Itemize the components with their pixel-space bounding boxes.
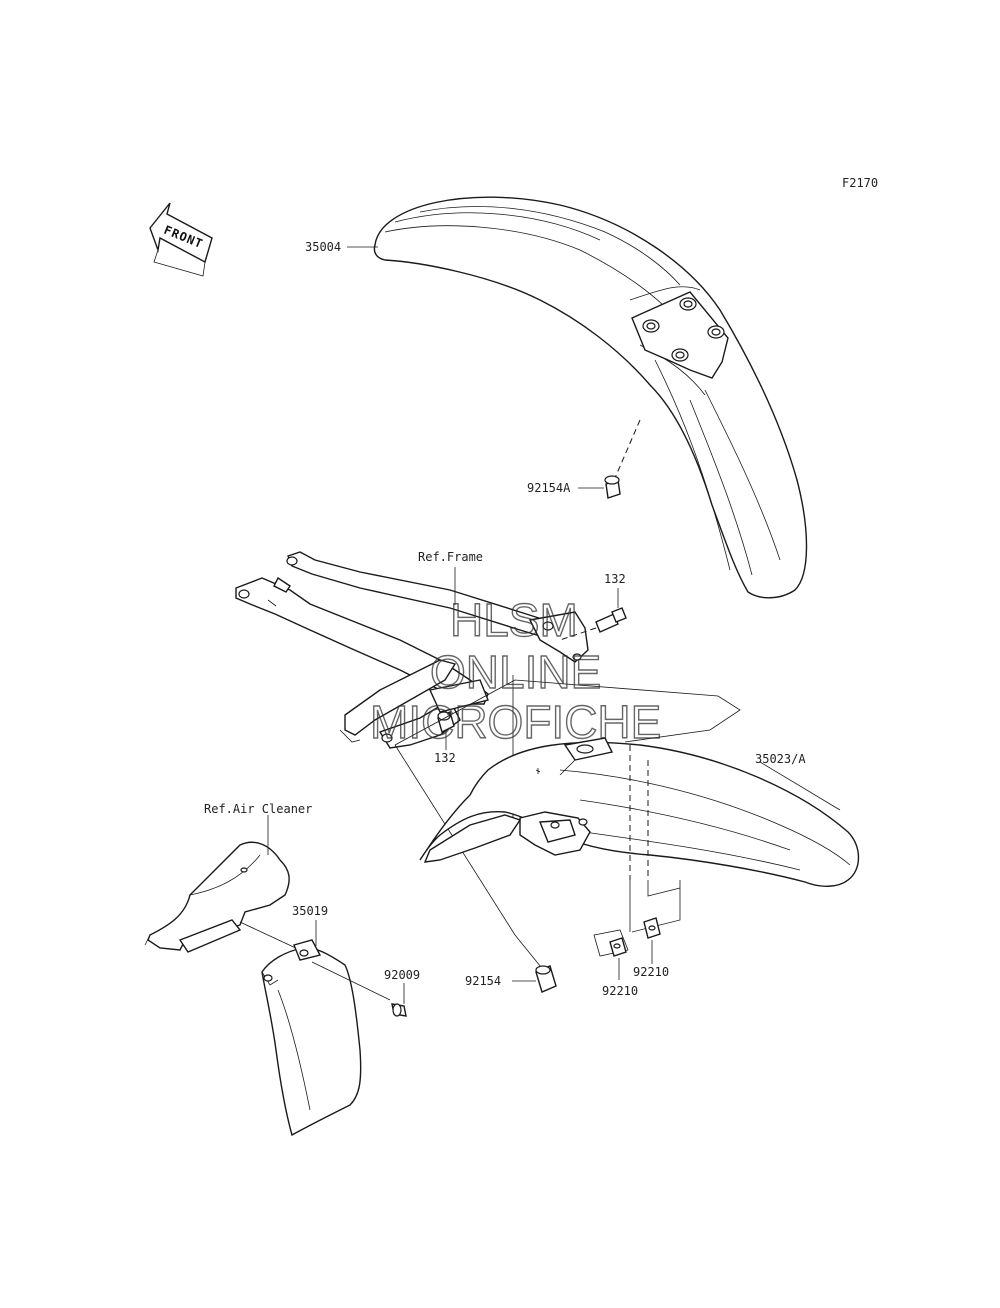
flange-bolt-lower-label: 132 bbox=[434, 751, 456, 765]
rear-fender-screw-label: 92154 bbox=[465, 974, 501, 988]
mud-guard-bolt bbox=[391, 1003, 407, 1017]
front-arrow-icon: FRONT bbox=[149, 202, 213, 277]
figure-code: F2170 bbox=[842, 176, 878, 190]
nut-left bbox=[593, 929, 629, 957]
mud-guard-label: 35019 bbox=[292, 904, 328, 918]
ref-air-cleaner-label: Ref.Air Cleaner bbox=[204, 802, 312, 816]
rear-fender-label: 35023/A bbox=[755, 752, 806, 766]
mud-guard bbox=[261, 939, 362, 1137]
watermark-line1: HLSM bbox=[450, 594, 578, 646]
flange-bolt-upper-label: 132 bbox=[604, 572, 626, 586]
front-fender-label: 35004 bbox=[305, 240, 341, 254]
front-fender bbox=[373, 196, 808, 599]
watermark: HLSM ONLINE MICROFICHE bbox=[369, 593, 662, 748]
rear-frame bbox=[235, 551, 589, 749]
flange-bolt-upper bbox=[595, 607, 627, 633]
front-fender-screw bbox=[604, 475, 621, 499]
front-fender-screw-label: 92154A bbox=[527, 481, 571, 495]
flange-bolt-lower bbox=[437, 710, 455, 734]
rear-fender-screw bbox=[535, 965, 557, 993]
watermark-line3: MICROFICHE bbox=[370, 696, 661, 748]
watermark-line2: ONLINE bbox=[430, 646, 601, 698]
air-cleaner-box bbox=[144, 841, 290, 953]
nut-right bbox=[643, 917, 661, 939]
ref-frame-label: Ref.Frame bbox=[418, 550, 483, 564]
nut-left-label: 92210 bbox=[602, 984, 638, 998]
nut-right-label: 92210 bbox=[633, 965, 669, 979]
rear-fender bbox=[394, 675, 860, 936]
mud-guard-bolt-label: 92009 bbox=[384, 968, 420, 982]
